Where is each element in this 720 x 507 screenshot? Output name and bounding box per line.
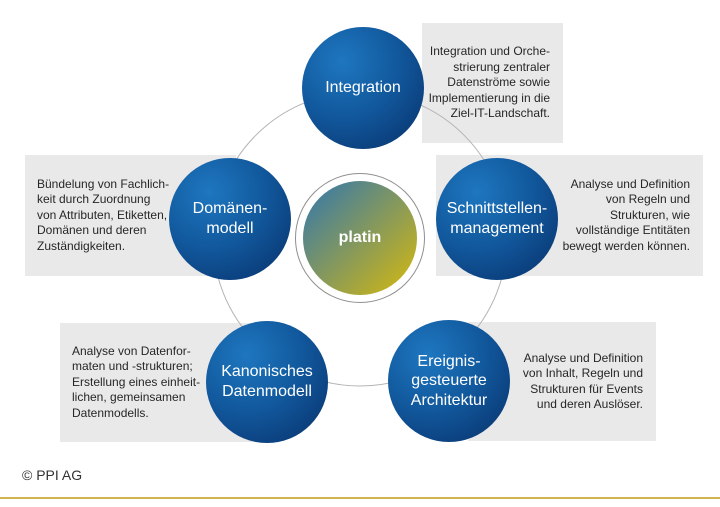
center-label: platin	[338, 229, 382, 246]
node-label: Kanonisches Datenmodell	[221, 363, 313, 400]
description-text: Analyse und Definition von Inhalt, Regel…	[522, 350, 643, 412]
node-circle-kanonisches-datenmodell: Kanonisches Datenmodell	[206, 321, 328, 443]
node-label: Schnittstellen- management	[446, 200, 548, 237]
description-text: Bündelung von Fachlich- keit durch Zuord…	[37, 176, 170, 253]
description-text: Integration und Orche- strierung zentral…	[428, 44, 550, 121]
node-circle-domaenenmodell: Domänen- modell	[169, 158, 291, 280]
node-circle-schnittstellenmanagement: Schnittstellen- management	[436, 158, 558, 280]
copyright-text: © PPI AG	[22, 467, 83, 483]
center-circle: platin	[303, 181, 417, 295]
node-circle-ereignisgesteuerte-architektur: Ereignis- gesteuerte Architektur	[388, 320, 510, 442]
node-circle-integration: Integration	[302, 27, 424, 149]
footer-accent-line	[0, 497, 720, 499]
description-text: Analyse und Definition von Regeln und St…	[562, 176, 690, 253]
description-text: Analyse von Datenfor- maten und -struktu…	[72, 343, 201, 420]
description-box-integration: Integration und Orche- strierung zentral…	[422, 23, 563, 143]
node-label: Ereignis- gesteuerte Architektur	[410, 352, 488, 409]
node-label: Domänen- modell	[192, 200, 268, 237]
node-label: Integration	[325, 79, 401, 97]
